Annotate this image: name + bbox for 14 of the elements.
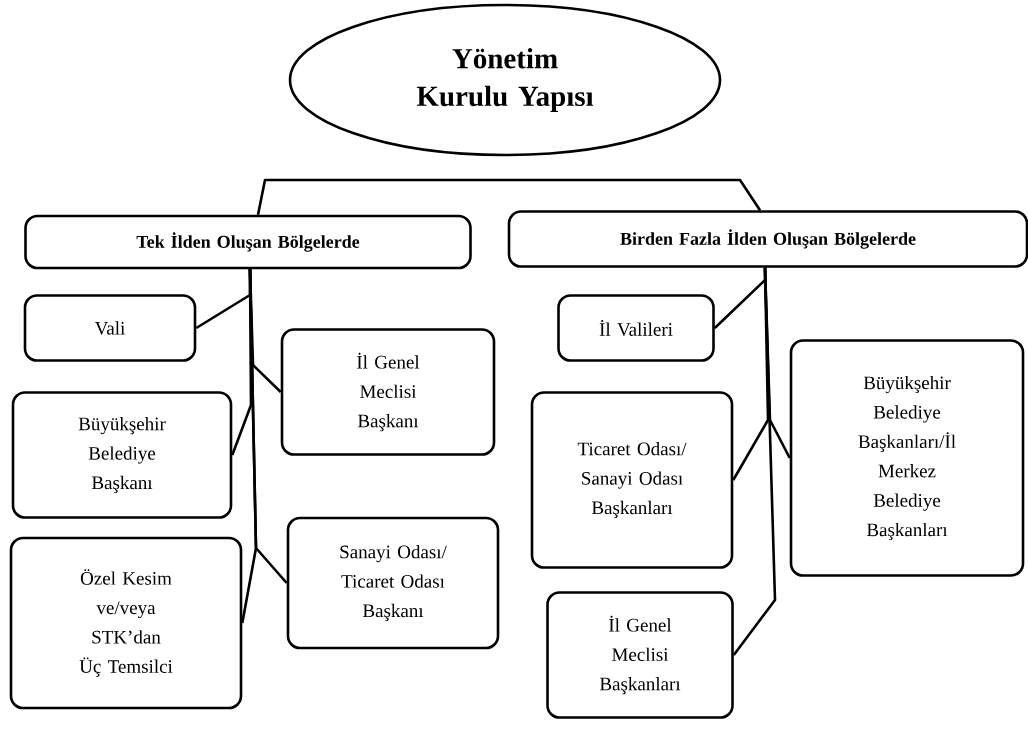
role-box: Ticaret Odası/ Sanayi Odası Başkanları [530, 391, 734, 569]
role-box: İl Valileri [557, 294, 715, 362]
connector-line [256, 178, 762, 215]
role-box: İl Genel Meclisi Başkanları [546, 591, 734, 719]
connector-line [241, 269, 258, 624]
role-box: Büyükşehir Belediye Başkanı [11, 391, 233, 519]
role-box: Vali [23, 294, 197, 362]
header-box: Tek İlden Oluşan Bölgelerde [24, 214, 472, 270]
connector-line [732, 267, 777, 656]
header-box: Birden Fazla İlden Oluşan Bölgelerde [507, 210, 1028, 268]
role-box: İl Genel Meclisi Başkanı [280, 328, 496, 456]
role-box: Büyükşehir Belediye Başkanları/İl Merkez Belediye Başkanları [789, 339, 1025, 577]
role-box: Özel Kesim ve/veya STK’dan Üç Temsilci [9, 536, 243, 710]
role-box: Sanayi Odası/ Ticaret Odası Başkanı [286, 516, 500, 650]
